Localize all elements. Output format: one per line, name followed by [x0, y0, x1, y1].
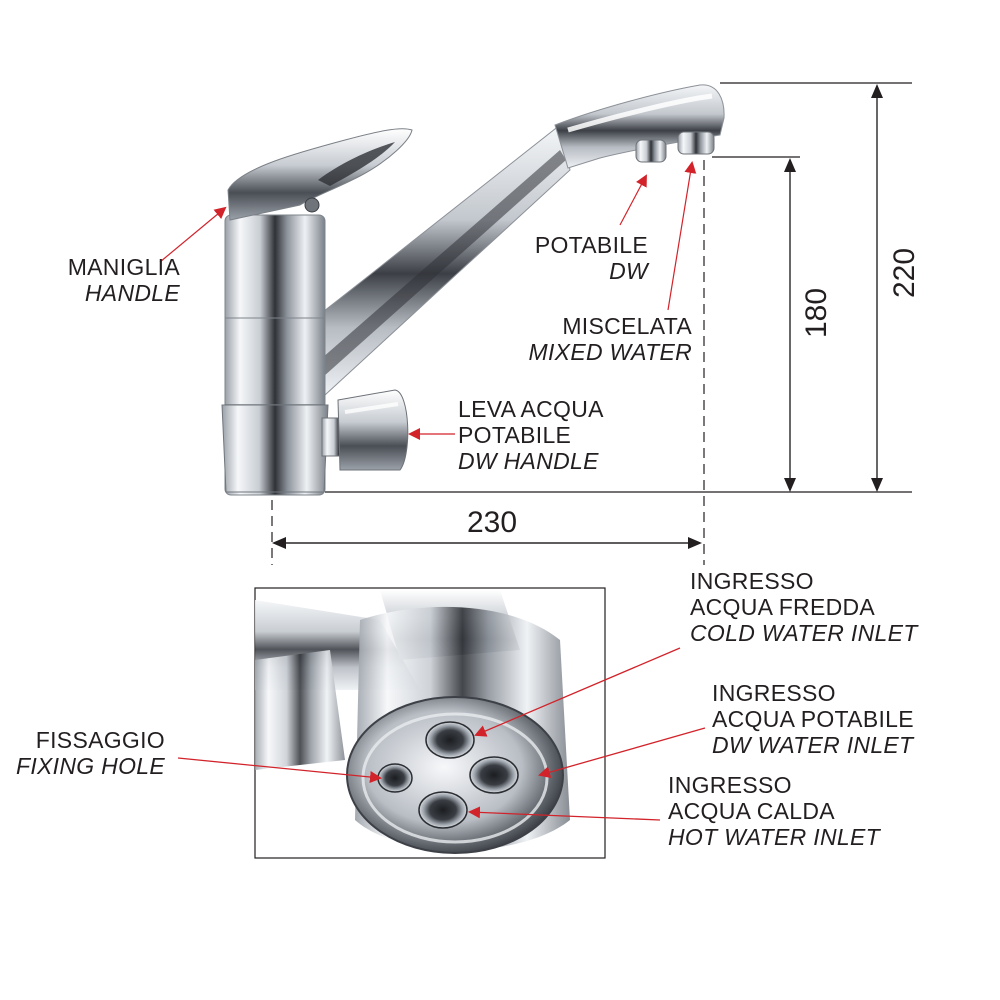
hot-inlet-hole — [418, 791, 468, 829]
cold-inlet-label-en: COLD WATER INLET — [690, 620, 918, 646]
dw-inlet-label-it1: INGRESSO — [712, 680, 836, 706]
dw-lever-label-it1: LEVA ACQUA — [458, 396, 604, 422]
dw-inlet-label-en: DW WATER INLET — [712, 732, 914, 758]
fixing-hole — [377, 763, 413, 793]
handle-arrow — [159, 206, 227, 263]
cold-inlet-arrow — [474, 647, 681, 737]
fixing-hole-label-en: FIXING HOLE — [16, 753, 165, 779]
mixed-arrow — [667, 161, 697, 311]
potable-nozzle — [635, 139, 667, 163]
dw-lever-label: LEVA ACQUA POTABILE DW HANDLE — [458, 396, 604, 474]
potable-outlet-label-en: DW — [609, 258, 648, 284]
cold-inlet-label-it2: ACQUA FREDDA — [690, 594, 876, 620]
potable-arrow — [619, 174, 647, 226]
cold-inlet-label: INGRESSO ACQUA FREDDA COLD WATER INLET — [690, 568, 918, 646]
total-height-dimension-value: 220 — [888, 247, 922, 299]
handle-label: MANIGLIA HANDLE — [30, 254, 180, 306]
dw-lever-knob — [321, 389, 409, 471]
handle-label-it: MANIGLIA — [67, 254, 180, 280]
spout-height-dimension-value: 180 — [800, 287, 834, 339]
lower-callout-arrows — [177, 647, 706, 821]
upper-callout-arrows — [159, 161, 697, 440]
cold-inlet-hole — [425, 721, 475, 759]
inset-bottom-view — [254, 587, 606, 859]
dw-lever-label-en: DW HANDLE — [458, 448, 599, 474]
mixed-outlet-label: MISCELATA MIXED WATER — [480, 313, 692, 365]
hot-inlet-label-en: HOT WATER INLET — [668, 824, 880, 850]
dw-inlet-label-it2: ACQUA POTABILE — [712, 706, 914, 732]
hot-inlet-label-it1: INGRESSO — [668, 772, 792, 798]
hot-inlet-label: INGRESSO ACQUA CALDA HOT WATER INLET — [668, 772, 880, 850]
mixed-outlet-label-it: MISCELATA — [562, 313, 692, 339]
cold-inlet-label-it1: INGRESSO — [690, 568, 814, 594]
width-dimension-value: 230 — [467, 506, 518, 539]
faucet-side-view — [221, 84, 725, 496]
fixing-hole-arrow — [177, 757, 382, 783]
potable-outlet-label-it: POTABILE — [534, 232, 648, 258]
dw-lever-label-it2: POTABILE — [458, 422, 572, 448]
faucet-base — [221, 404, 329, 493]
hot-inlet-label-it2: ACQUA CALDA — [668, 798, 835, 824]
potable-outlet-label: POTABILE DW — [500, 232, 648, 284]
dw-inlet-hole — [469, 756, 519, 794]
fixing-hole-label: FISSAGGIO FIXING HOLE — [10, 727, 165, 779]
fixing-hole-label-it: FISSAGGIO — [35, 727, 165, 753]
mixer-handle — [227, 128, 413, 221]
handle-label-en: HANDLE — [84, 280, 180, 306]
mixed-nozzle — [677, 131, 715, 155]
mixed-outlet-label-en: MIXED WATER — [528, 339, 692, 365]
dw-inlet-arrow — [538, 727, 706, 779]
dw-inlet-label: INGRESSO ACQUA POTABILE DW WATER INLET — [712, 680, 914, 758]
hot-inlet-arrow — [468, 806, 661, 821]
dimension-lines — [271, 82, 912, 565]
